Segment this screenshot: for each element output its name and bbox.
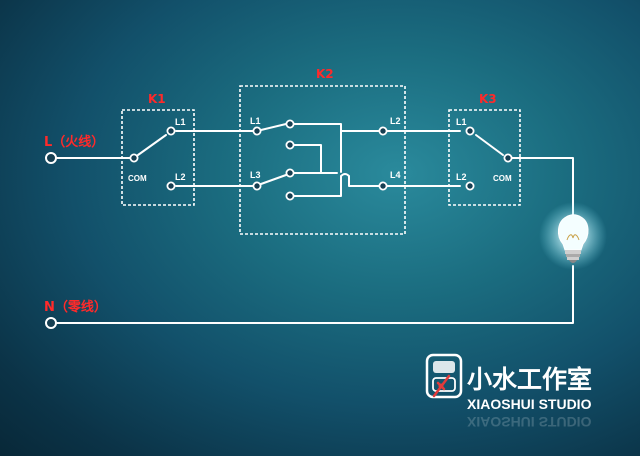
k3-l1-label: L1 bbox=[456, 117, 467, 127]
switch-k1: K1 L1 L2 COM bbox=[121, 92, 195, 206]
brand-name-cn: 小水工作室 bbox=[467, 365, 592, 394]
k2-l3-terminal bbox=[252, 181, 262, 191]
brand-name-en: XIAOSHUI STUDIO bbox=[467, 396, 592, 412]
k3-com-terminal bbox=[503, 153, 513, 163]
k3-box bbox=[448, 109, 521, 206]
neutral-terminal bbox=[45, 317, 57, 329]
k2-lower-lever bbox=[260, 174, 287, 185]
k2-l4-label: L4 bbox=[390, 170, 401, 180]
k1-l2-terminal bbox=[166, 181, 176, 191]
k1-name: K1 bbox=[148, 92, 166, 106]
light-bulb-icon bbox=[539, 202, 607, 270]
k3-l2-terminal bbox=[465, 181, 475, 191]
live-terminal bbox=[45, 152, 57, 164]
k3-com-to-bulb-wire bbox=[508, 157, 574, 223]
k2-l1-label: L1 bbox=[250, 116, 261, 126]
k2-l2-label: L2 bbox=[390, 116, 401, 126]
k3-lever bbox=[475, 134, 504, 156]
neutral-wire bbox=[55, 265, 574, 324]
svg-text:XIAOSHUI STUDIO: XIAOSHUI STUDIO bbox=[467, 414, 592, 430]
live-label: L（火线） bbox=[44, 134, 104, 150]
k1-box bbox=[121, 109, 195, 206]
switch-k3: K3 L1 L2 COM bbox=[448, 92, 521, 206]
k1-com-terminal bbox=[129, 153, 139, 163]
k1-l2-label: L2 bbox=[175, 172, 186, 182]
switch-k2: K2 L1 L2 L3 L4 bbox=[239, 67, 406, 235]
k2-box bbox=[239, 85, 406, 235]
k2-internal-wiring bbox=[293, 123, 380, 197]
k3-l2-label: L2 bbox=[456, 172, 467, 182]
wires bbox=[55, 130, 574, 324]
k2-upper-lever bbox=[260, 123, 287, 131]
k2-lower-contact-a bbox=[285, 168, 295, 178]
k2-name: K2 bbox=[316, 67, 334, 81]
k3-l1-terminal bbox=[465, 126, 475, 136]
k3-com-label: COM bbox=[493, 174, 512, 183]
k1-l1-label: L1 bbox=[175, 117, 186, 127]
k1-com-label: COM bbox=[128, 174, 147, 183]
k2-lower-contact-b bbox=[285, 191, 295, 201]
k2-l4-terminal bbox=[378, 181, 388, 191]
k1-l1-terminal bbox=[166, 126, 176, 136]
xiaoshui-studio-logo bbox=[425, 353, 463, 399]
k2-l3-label: L3 bbox=[250, 170, 261, 180]
k1-lever bbox=[137, 134, 167, 156]
k2-l1-terminal bbox=[252, 126, 262, 136]
k2-l2-terminal bbox=[378, 126, 388, 136]
neutral-label: N（零线） bbox=[44, 299, 107, 315]
k2-upper-contact-a bbox=[285, 119, 295, 129]
k3-name: K3 bbox=[479, 92, 497, 106]
brand-reflection: XIAOSHUI STUDIO bbox=[467, 414, 592, 430]
k2-upper-contact-b bbox=[285, 140, 295, 150]
